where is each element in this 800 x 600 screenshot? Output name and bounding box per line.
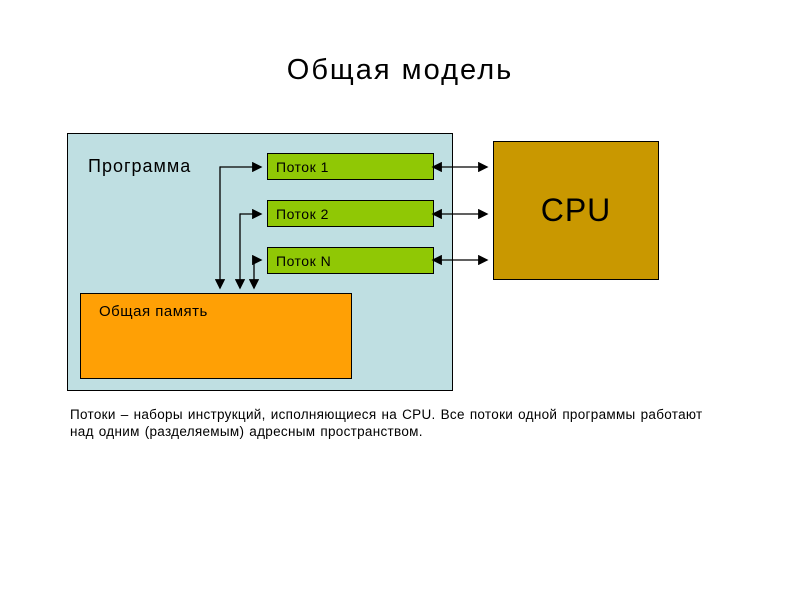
thread-n-label: Поток N: [276, 252, 332, 269]
cpu-label: CPU: [540, 192, 612, 228]
shared-memory-label: Общая память: [99, 303, 208, 320]
thread-1-label: Поток 1: [276, 158, 329, 175]
caption-text: Потоки – наборы инструкций, исполняющиес…: [70, 407, 703, 439]
thread-box-2: Поток 2: [267, 200, 434, 227]
program-label: Программа: [88, 156, 192, 176]
slide-title: Общая модель: [286, 54, 514, 86]
thread-box-1: Поток 1: [267, 153, 434, 180]
shared-memory-box: Общая память: [80, 293, 352, 379]
thread-box-n: Поток N: [267, 247, 434, 274]
thread-2-label: Поток 2: [276, 205, 329, 222]
cpu-box: CPU: [493, 141, 659, 280]
